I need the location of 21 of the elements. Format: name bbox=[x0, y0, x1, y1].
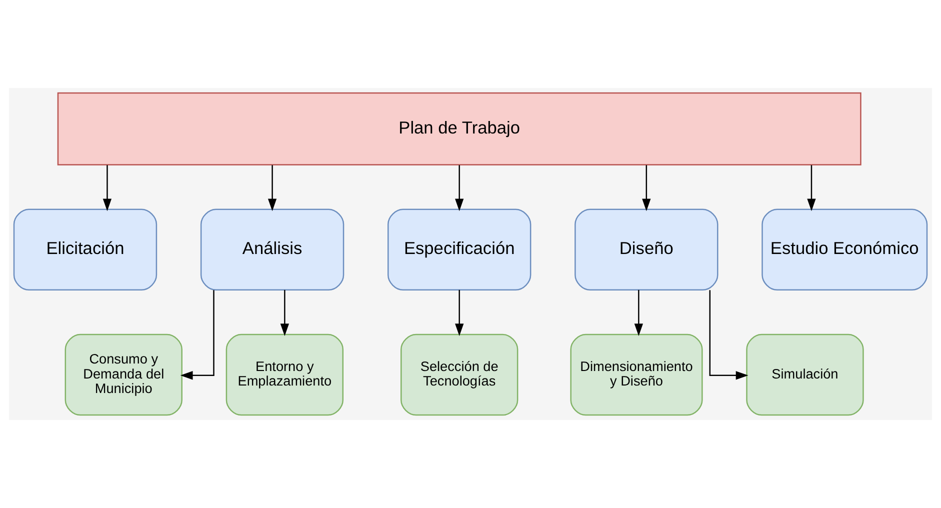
node-box: Simulación bbox=[746, 334, 864, 416]
node-box: Especificación bbox=[388, 208, 532, 291]
node-box: Estudio Económico bbox=[762, 208, 928, 291]
arrow bbox=[268, 165, 277, 212]
arrow bbox=[455, 290, 464, 336]
node-box: Entorno y Emplazamiento bbox=[226, 334, 344, 416]
node-box: Consumo y Demanda del Municipio bbox=[64, 334, 182, 416]
node-box: Plan de Trabajo bbox=[57, 92, 862, 166]
node-box: Dimensionamiento y Diseño bbox=[570, 334, 703, 416]
arrow bbox=[280, 290, 290, 336]
node-box: Elicitación bbox=[13, 208, 158, 291]
node-box: Selección de Tecnologías bbox=[400, 334, 518, 416]
arrow bbox=[709, 290, 748, 380]
node-box: Diseño bbox=[574, 208, 718, 291]
arrow bbox=[807, 165, 816, 212]
arrow bbox=[642, 165, 651, 212]
arrow bbox=[455, 165, 464, 212]
arrow bbox=[634, 290, 643, 336]
arrow bbox=[102, 165, 112, 212]
node-box: Análisis bbox=[200, 208, 344, 291]
arrow bbox=[180, 290, 214, 380]
